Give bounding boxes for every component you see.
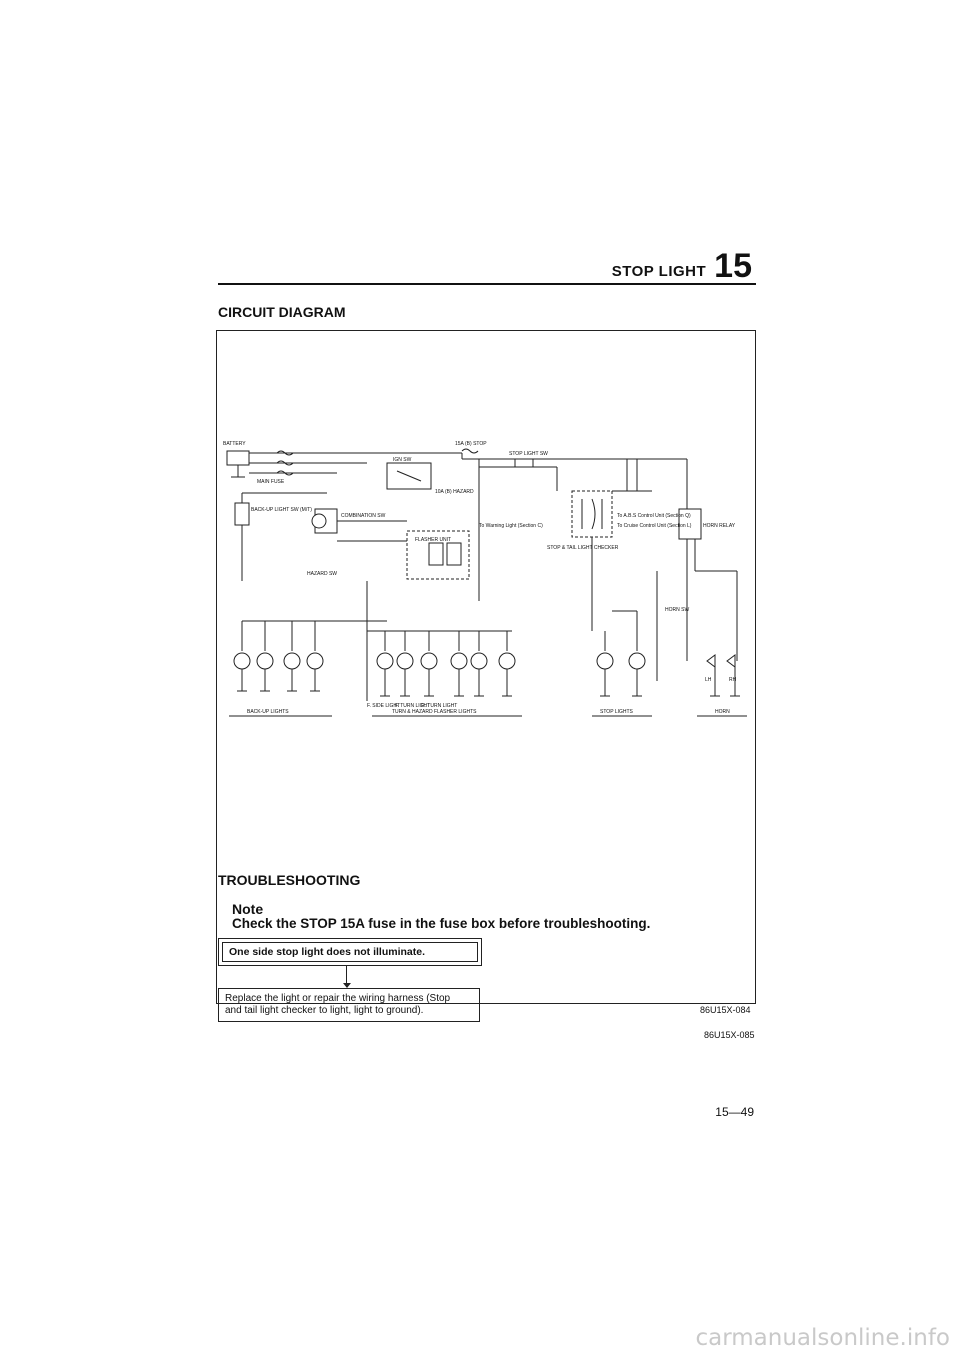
battery-symbol <box>226 450 250 466</box>
label-horn-lh: LH <box>705 677 712 683</box>
bulb-icon <box>306 652 324 670</box>
bulb-icon <box>283 652 301 670</box>
label-to-cruise: To Cruise Control Unit (Section L) <box>617 523 692 529</box>
page-number: 15—49 <box>715 1105 754 1119</box>
bulb-icon <box>256 652 274 670</box>
action-box: Replace the light or repair the wiring h… <box>218 988 480 1022</box>
label-backup-lights: BACK-UP LIGHTS <box>247 709 289 715</box>
bulb-icon <box>396 652 414 670</box>
label-horn-relay: HORN RELAY <box>703 523 736 529</box>
page-header: STOP LIGHT 15 <box>611 247 752 285</box>
bulb-icon <box>470 652 488 670</box>
horn-icon <box>726 654 736 668</box>
watermark-footer: carmanualsonline.info <box>695 1325 950 1351</box>
symptom-text: One side stop light does not illuminate. <box>222 942 478 962</box>
page-title: STOP LIGHT <box>611 263 707 280</box>
label-hazard-fuse: 10A (B) HAZARD <box>435 489 474 495</box>
symptom-box: One side stop light does not illuminate. <box>218 938 482 966</box>
circuit-diagram: BATTERY MAIN FUSE 15A (B) STOP 10A (B) H… <box>216 330 756 1004</box>
label-stop-fuse: 15A (B) STOP <box>455 441 487 447</box>
troubleshooting-heading: TROUBLESHOOTING <box>218 872 361 888</box>
label-front-turn: F. TURN LIGHT <box>395 703 430 709</box>
bulb-icon <box>596 652 614 670</box>
bulb-icon <box>311 513 327 529</box>
ign-switch-box <box>386 462 432 490</box>
label-to-abs: To A.B.S Control Unit (Section Q) <box>617 513 691 519</box>
label-ign-sw: IGN SW <box>393 457 412 463</box>
note-text: Check the STOP 15A fuse in the fuse box … <box>232 916 651 931</box>
label-flasher-unit: FLASHER UNIT <box>415 537 451 543</box>
bulb-icon <box>628 652 646 670</box>
flow-connector <box>346 965 347 987</box>
note-label: Note <box>232 901 264 917</box>
section-number: 15 <box>714 247 752 285</box>
header-rule <box>218 283 756 285</box>
bulb-icon <box>420 652 438 670</box>
horn-relay-box <box>678 508 702 540</box>
label-horn-sw: HORN SW <box>665 607 689 613</box>
action-line-1: Replace the light or repair the wiring h… <box>225 993 451 1004</box>
label-stop-light-sw: STOP LIGHT SW <box>509 451 548 457</box>
figure-code-troubleshooting: 86U15X-085 <box>704 1030 755 1040</box>
label-battery: BATTERY <box>223 441 246 447</box>
label-stop-lights: STOP LIGHTS <box>600 709 634 715</box>
circuit-diagram-heading: CIRCUIT DIAGRAM <box>218 304 346 320</box>
label-to-warning: To Warning Light (Section C) <box>479 523 543 529</box>
flasher-unit-box <box>406 530 470 580</box>
wiring-schematic: BATTERY MAIN FUSE 15A (B) STOP 10A (B) H… <box>223 441 747 717</box>
label-horn-rh: RH <box>729 677 737 683</box>
label-combination-sw: COMBINATION SW <box>341 513 386 519</box>
horn-icon <box>706 654 716 668</box>
checker-box <box>571 490 613 538</box>
label-rear-turn: R. TURN LIGHT <box>421 703 457 709</box>
bulb-icon <box>233 652 251 670</box>
label-hazard-sw: HAZARD SW <box>307 571 337 577</box>
label-backup-sw: BACK-UP LIGHT SW (M/T) <box>251 507 312 513</box>
label-front-side: F. SIDE LIGHT <box>367 703 400 709</box>
bulb-icon <box>450 652 468 670</box>
flow-arrow-icon <box>343 983 351 988</box>
label-turn-hazard: TURN & HAZARD FLASHER LIGHTS <box>392 709 477 715</box>
action-line-2: and tail light checker to light, light t… <box>225 1005 424 1016</box>
label-checker: STOP & TAIL LIGHT CHECKER <box>547 545 619 551</box>
bulb-icon <box>498 652 516 670</box>
bulb-icon <box>376 652 394 670</box>
label-horn: HORN <box>715 709 730 715</box>
figure-code-diagram: 86U15X-084 <box>700 1005 751 1015</box>
label-main-fuse: MAIN FUSE <box>257 479 285 485</box>
